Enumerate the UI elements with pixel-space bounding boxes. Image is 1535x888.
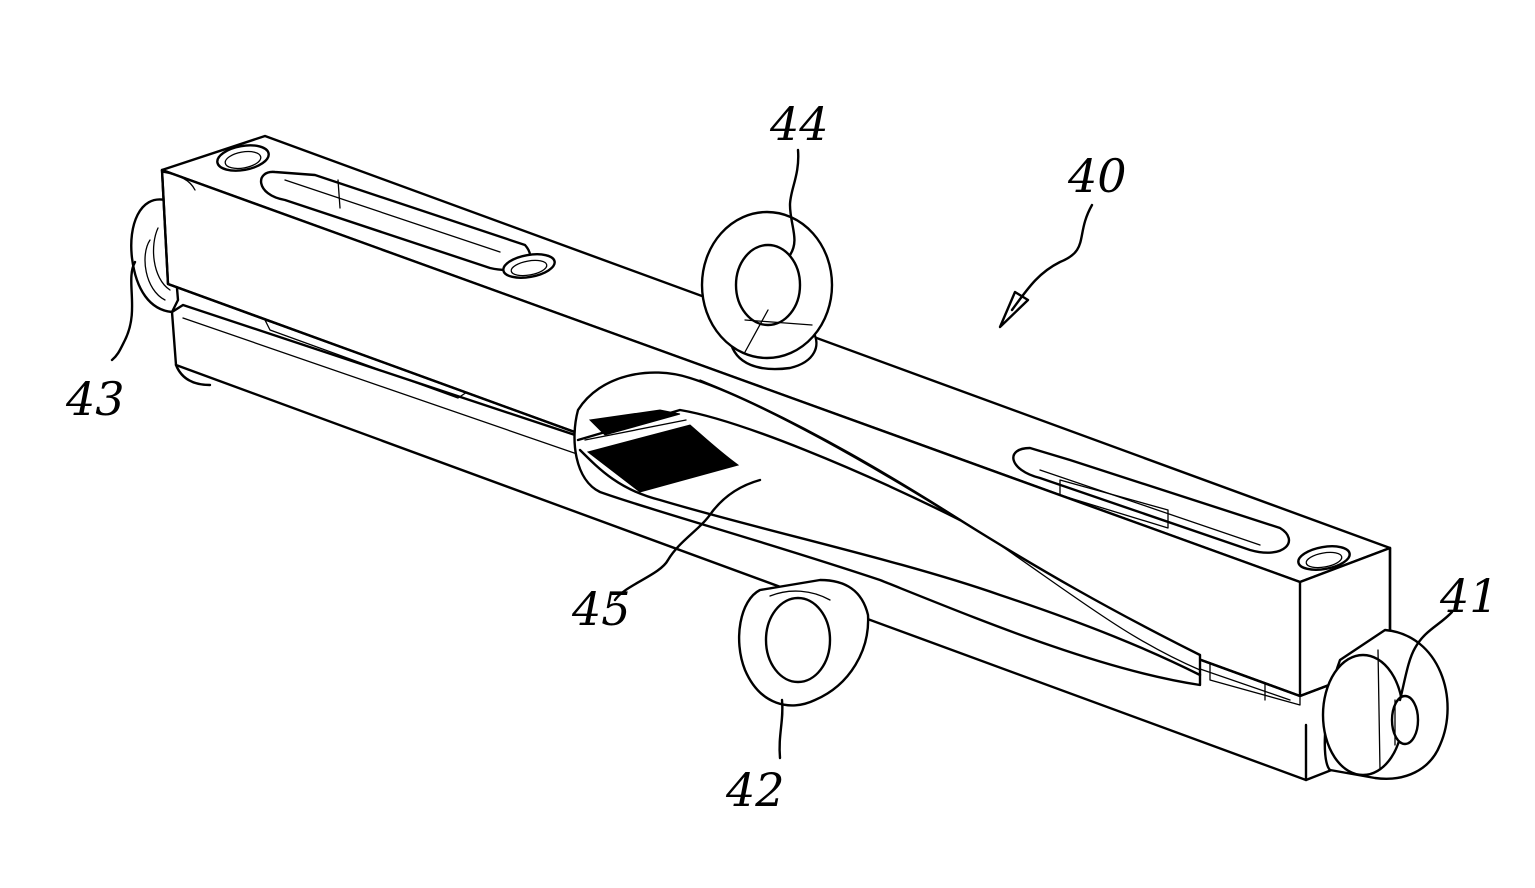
label-40: 40 bbox=[1067, 149, 1127, 203]
lower-ring bbox=[739, 580, 868, 705]
label-45: 45 bbox=[571, 582, 631, 636]
arrowhead-40 bbox=[1000, 292, 1028, 327]
label-43: 43 bbox=[65, 372, 125, 426]
leader-40 bbox=[1012, 205, 1092, 310]
label-44: 44 bbox=[769, 97, 829, 151]
leader-42 bbox=[780, 700, 783, 758]
label-41: 41 bbox=[1439, 569, 1499, 623]
leader-43 bbox=[112, 262, 135, 360]
label-42: 42 bbox=[725, 763, 785, 817]
